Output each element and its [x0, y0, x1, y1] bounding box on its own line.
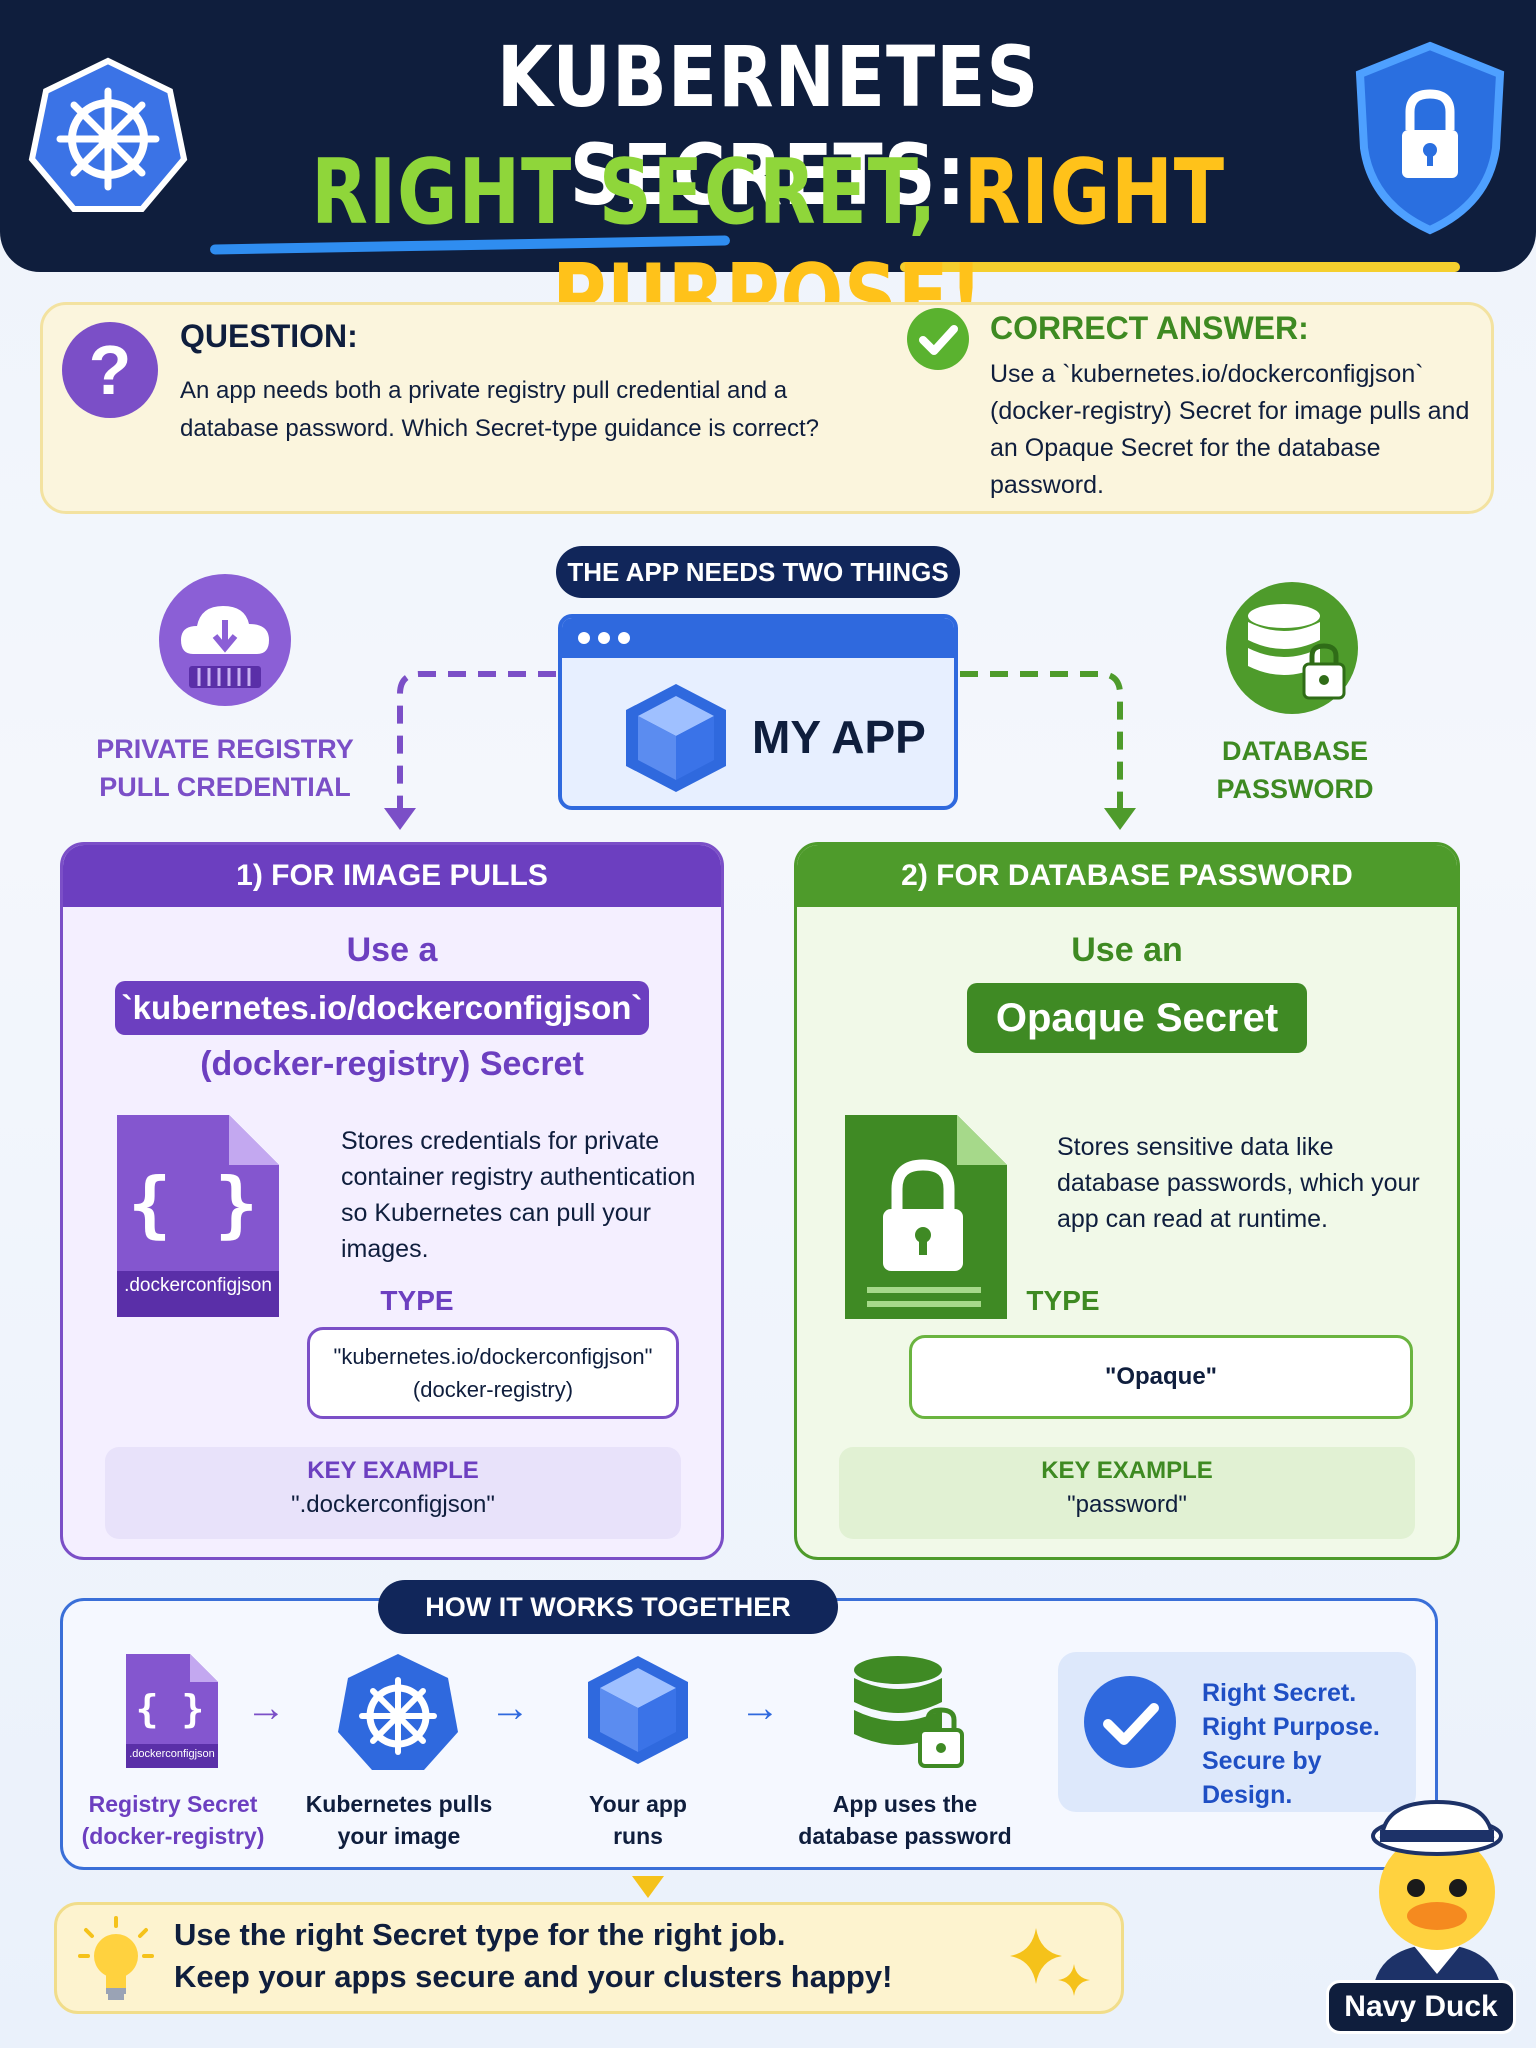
lightbulb-icon — [78, 1916, 154, 2000]
step-line-2: your image — [337, 1823, 461, 1849]
answer-text: Use a `kubernetes.io/dockerconfigjson` (… — [990, 360, 1470, 499]
database-password-description: Stores sensitive data like database pass… — [1057, 1133, 1420, 1233]
header-accent-bar — [900, 262, 1460, 272]
cube-icon — [626, 684, 726, 792]
image-pulls-card-header: 1) FOR IMAGE PULLS — [63, 845, 721, 907]
key-example-box: KEY EXAMPLE "password" — [839, 1447, 1415, 1539]
use-an-label: Use an — [1071, 931, 1183, 969]
database-password-card-header: 2) FOR DATABASE PASSWORD — [797, 845, 1457, 907]
navy-duck-mascot-icon — [1371, 1799, 1503, 1996]
image-pulls-description: Stores credentials for private container… — [341, 1127, 696, 1263]
window-title-bar — [562, 618, 954, 658]
registry-need-label: PRIVATE REGISTRY PULL CREDENTIAL — [96, 734, 354, 802]
type-value-box: "Opaque" — [909, 1335, 1413, 1419]
cloud-download-icon — [159, 574, 291, 706]
my-app-window: MY APP — [558, 614, 958, 810]
key-example-box: KEY EXAMPLE ".dockerconfigjson" — [105, 1447, 681, 1539]
title-right-secret: RIGHT SECRET, — [311, 140, 964, 245]
docker-registry-secret-label: (docker-registry) Secret — [200, 1045, 584, 1083]
tip-line-2: Keep your apps secure and your clusters … — [174, 1959, 893, 1994]
use-a-label: Use a — [346, 931, 438, 969]
mini-file-label: .dockerconfigjson — [129, 1748, 215, 1760]
type-value-line-2: (docker-registry) — [412, 1377, 574, 1402]
file-extension-label: .dockerconfigjson — [124, 1275, 272, 1296]
key-example-value: "password" — [1067, 1491, 1187, 1518]
checkmark-icon — [907, 308, 969, 370]
title-line-1: KUBERNETES SECRETS: — [496, 28, 1040, 224]
key-example-value: ".dockerconfigjson" — [291, 1491, 495, 1518]
step-app-uses-password: App uses the database password — [780, 1788, 1030, 1852]
step-kubernetes-pulls: Kubernetes pulls your image — [294, 1788, 504, 1852]
step-line-2: database password — [798, 1823, 1012, 1849]
database-password-card: 2) FOR DATABASE PASSWORD Use an Opaque S… — [794, 842, 1460, 1560]
step-registry-secret: Registry Secret (docker-registry) — [70, 1788, 276, 1852]
arrow-right-icon: → — [740, 1686, 780, 1730]
my-app-label: MY APP — [752, 711, 926, 763]
shield-lock-icon — [1355, 41, 1505, 235]
dockerconfigjson-secret-pill: `kubernetes.io/dockerconfigjson` — [115, 981, 649, 1035]
step-line-1: Registry Secret — [88, 1791, 258, 1817]
tip-panel — [54, 1902, 1124, 2014]
type-label: TYPE — [380, 1285, 454, 1316]
key-example-label: KEY EXAMPLE — [307, 1457, 479, 1484]
step-line-1: Your app — [589, 1791, 687, 1817]
checkmark-icon — [1084, 1676, 1176, 1768]
step-line-1: App uses the — [832, 1791, 978, 1817]
how-it-works-title: HOW IT WORKS TOGETHER — [378, 1580, 838, 1634]
key-example-label: KEY EXAMPLE — [1041, 1457, 1213, 1484]
step-line-2: runs — [613, 1823, 663, 1849]
step-app-runs: Your app runs — [558, 1788, 718, 1852]
question-text: An app needs both a private registry pul… — [180, 377, 819, 442]
title-line-2: RIGHT SECRET, RIGHT PURPOSE! — [278, 140, 1259, 350]
step-line-1: Kubernetes pulls — [305, 1791, 493, 1817]
question-label: QUESTION: — [180, 318, 358, 354]
type-value-box: "kubernetes.io/dockerconfigjson" (docker… — [307, 1327, 679, 1419]
kubernetes-icon — [28, 57, 188, 212]
tip-line-1: Use the right Secret type for the right … — [174, 1917, 786, 1952]
header-banner — [0, 0, 1536, 272]
svg-text:{ }: { } — [136, 1687, 205, 1731]
secure-line-3: Secure by Design. — [1202, 1747, 1322, 1809]
database-lock-icon — [1226, 582, 1358, 714]
answer-label: CORRECT ANSWER: — [990, 310, 1309, 346]
lock-file-icon — [845, 1115, 1007, 1319]
cube-icon — [588, 1656, 688, 1764]
type-value-line-1: "kubernetes.io/dockerconfigjson" — [333, 1344, 653, 1369]
json-file-icon: { } — [126, 1654, 218, 1768]
tip-text: Use the right Secret type for the right … — [174, 1914, 1074, 1998]
kubernetes-icon — [338, 1654, 458, 1770]
sparkle-icon — [1010, 1928, 1090, 1996]
json-file-icon: { } — [117, 1115, 279, 1317]
needs-title-pill: THE APP NEEDS TWO THINGS — [556, 546, 960, 598]
svg-text:{ }: { } — [128, 1162, 258, 1246]
database-lock-icon — [854, 1656, 964, 1768]
flow-connectors — [384, 671, 1136, 830]
arrow-right-icon: → — [490, 1686, 530, 1730]
secure-by-design-text: Right Secret. Right Purpose. Secure by D… — [1202, 1676, 1412, 1812]
database-need-label: DATABASE PASSWORD — [1216, 736, 1374, 804]
step-line-2: (docker-registry) — [81, 1823, 265, 1849]
opaque-secret-pill: Opaque Secret — [967, 983, 1307, 1053]
image-pulls-card: 1) FOR IMAGE PULLS Use a `kubernetes.io/… — [60, 842, 724, 1560]
secure-line-1: Right Secret. — [1202, 1679, 1357, 1707]
qa-panel — [40, 302, 1494, 514]
down-arrow-icon — [628, 1874, 668, 1900]
arrow-right-icon: → — [246, 1686, 286, 1730]
question-mark-icon: ? — [62, 322, 158, 418]
navy-duck-brand: Navy Duck — [1326, 1980, 1516, 2034]
type-label: TYPE — [1026, 1285, 1100, 1316]
secure-line-2: Right Purpose. — [1202, 1713, 1380, 1741]
